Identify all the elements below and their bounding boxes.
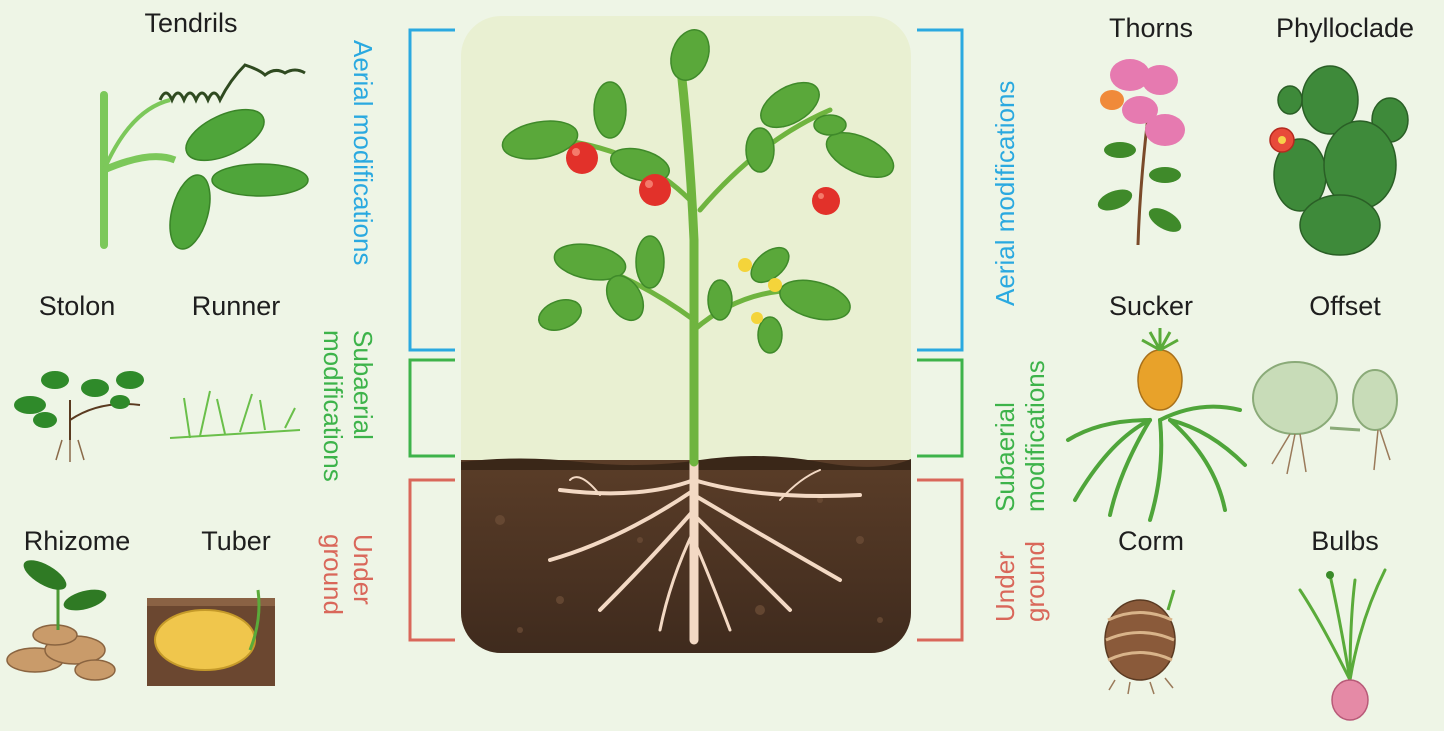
sucker-illustration xyxy=(1068,328,1245,520)
label-runner: Runner xyxy=(192,291,281,322)
label-rhizome: Rhizome xyxy=(24,526,131,557)
phylloclade-illustration xyxy=(1270,66,1408,255)
thorns-illustration xyxy=(1095,59,1185,245)
label-offset: Offset xyxy=(1309,291,1381,322)
label-sucker: Sucker xyxy=(1109,291,1193,322)
bulbs-illustration xyxy=(1300,570,1385,720)
label-stolon: Stolon xyxy=(39,291,116,322)
label-bulbs: Bulbs xyxy=(1311,526,1379,557)
label-tendrils: Tendrils xyxy=(144,8,237,39)
label-corm: Corm xyxy=(1118,526,1184,557)
label-tuber: Tuber xyxy=(201,526,271,557)
label-thorns: Thorns xyxy=(1109,13,1193,44)
label-phylloclade: Phylloclade xyxy=(1276,13,1414,44)
offset-illustration xyxy=(1253,362,1397,474)
corm-illustration xyxy=(1105,590,1175,694)
